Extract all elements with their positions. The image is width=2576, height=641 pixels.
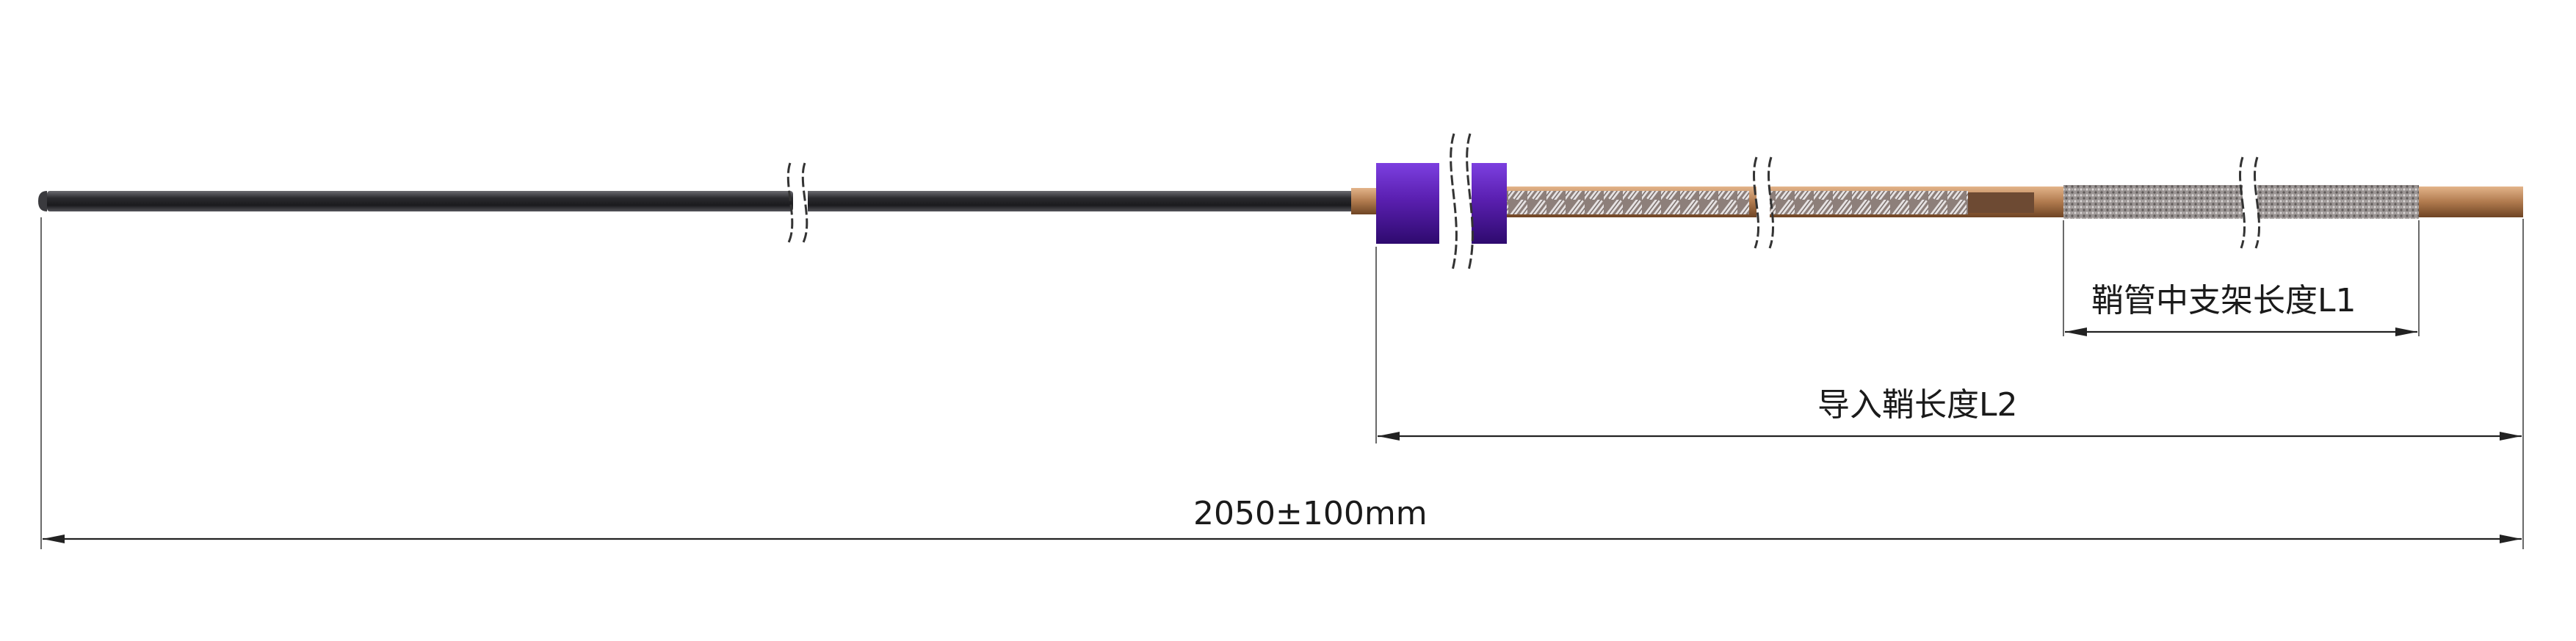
stent-mesh-section — [2034, 185, 2419, 219]
braided-sheath — [1507, 186, 2034, 217]
rod-break-mark-right — [801, 162, 808, 243]
sheath-distal-end — [2419, 186, 2523, 217]
hub-break-mark-left — [1450, 133, 1458, 271]
inner-rod — [38, 191, 1381, 211]
sheath-break-mark-left — [1753, 156, 1760, 249]
label-total-length: 2050±100mm — [1193, 495, 1428, 532]
rod-break-mark-left — [786, 162, 794, 243]
extension-lines — [40, 217, 2524, 549]
label-l1: 鞘管中支架长度L1 — [2091, 282, 2356, 319]
dimension-total: 2050±100mm — [43, 495, 2522, 543]
rod-tip — [38, 191, 47, 211]
dimension-l2: 导入鞘长度L2 — [1378, 386, 2522, 441]
sheath-break-mark-right — [1768, 156, 1775, 249]
hub-left-half — [1376, 163, 1442, 244]
dimension-l1: 鞘管中支架长度L1 — [2065, 282, 2417, 336]
stent-break-mark-left — [2239, 156, 2246, 249]
purple-hub — [1376, 163, 1507, 244]
hub-right-half — [1469, 163, 1507, 244]
hub-break-mark-right — [1466, 133, 1474, 271]
stent-break-mark-right — [2254, 156, 2261, 249]
catheter-assembly — [38, 133, 2523, 271]
label-l2: 导入鞘长度L2 — [1817, 386, 2018, 424]
